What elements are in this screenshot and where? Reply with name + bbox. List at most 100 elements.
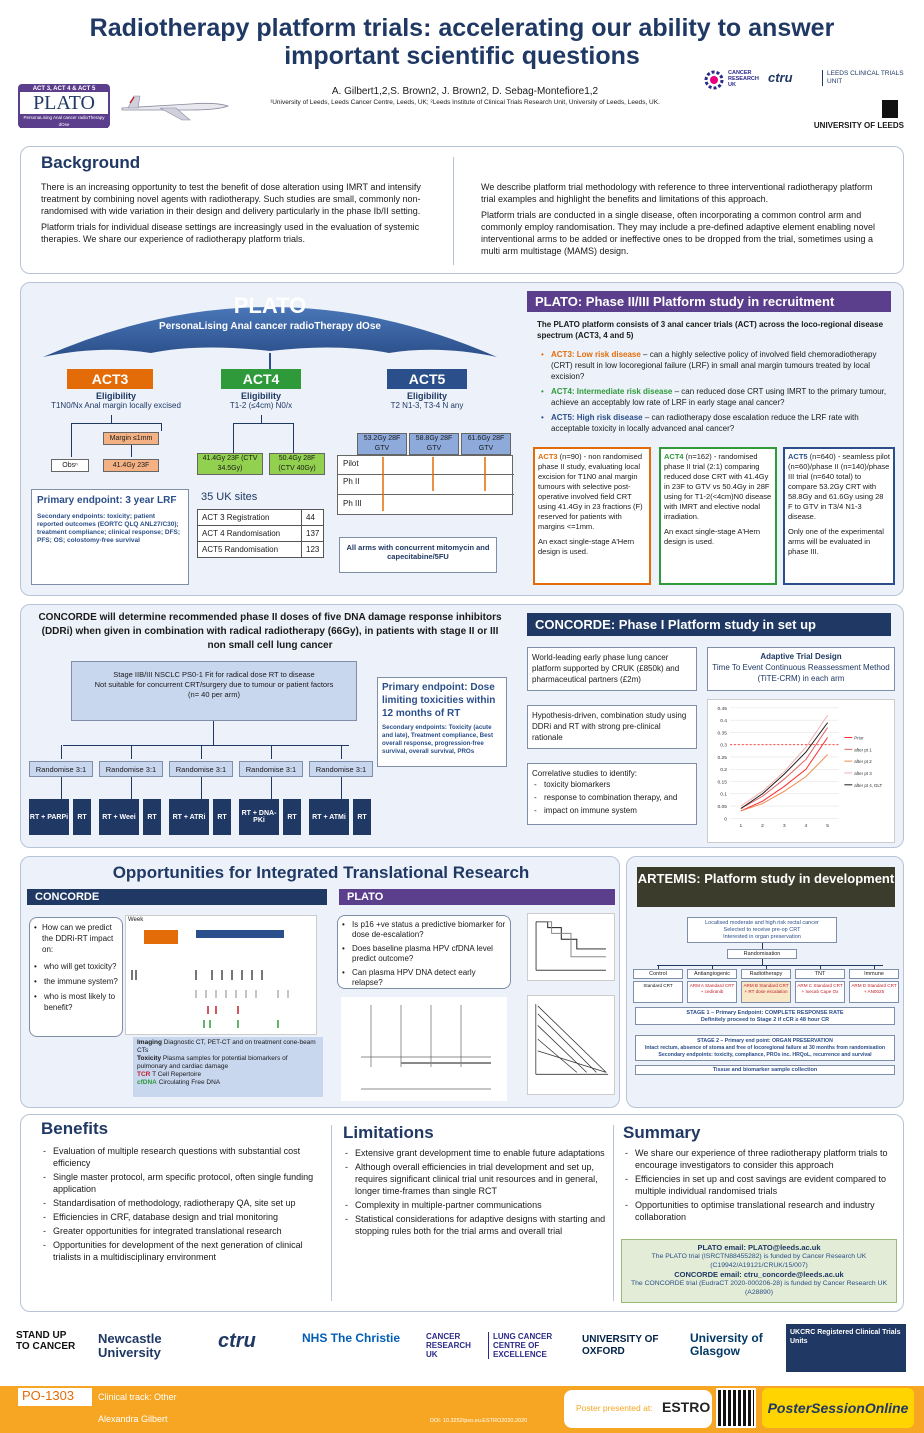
act3-tree-bar (71, 423, 161, 424)
chart-y-tick: 0 (724, 816, 727, 822)
legend-cfdna: cfDNA Circulating Free DNA (137, 1079, 221, 1086)
footer-doi: DOI: 10.3252/pso.eu.ESTRO2020.2020 (430, 1418, 528, 1424)
artemis-arm-stem (820, 965, 821, 969)
conclusions-divider1 (331, 1125, 332, 1301)
artemis-stage1: STAGE 1 – Primary Endpoint: COMPLETE RES… (635, 1007, 895, 1025)
logo-cruk-footer: CANCER RESEARCH UK (426, 1332, 471, 1359)
uol-crest-icon (882, 100, 898, 118)
concorde-ctrl-arm: RT (213, 799, 231, 835)
concorde-arm-stem2 (131, 777, 132, 799)
act3-tree-left (71, 423, 72, 457)
concorde-arm-stem (341, 745, 342, 759)
chart-y-tick: 0.1 (720, 792, 727, 798)
chart-y-tick: 0.2 (720, 767, 727, 773)
footer-presented-box: Poster presented at: ESTRO (564, 1390, 712, 1428)
plato-tab: PLATO (339, 889, 615, 905)
chart-legend-label: Prior (854, 735, 864, 740)
act5-dose-c: 61.6Gy 28F GTV (461, 433, 511, 455)
translational-heading: Opportunities for Integrated Translation… (112, 863, 530, 882)
act4-tree-left (233, 423, 234, 453)
concorde-bar: CONCORDE: Phase I Platform study in set … (527, 613, 891, 636)
concorde-exp-arm: RT + Weei (99, 799, 139, 835)
artemis-arm-detail: ARM D Standard CRT + AN0025 (849, 981, 899, 1003)
limitations-list: Extensive grant development time to enab… (343, 1147, 609, 1239)
timeline-legend: Imaging Diagnostic CT, PET-CT and on tre… (133, 1037, 323, 1097)
concorde-exp-arm: RT + ATRi (169, 799, 209, 835)
logo-oxford: UNIVERSITY OF OXFORD (582, 1334, 659, 1357)
concorde-arm-stem2 (341, 777, 342, 799)
artemis-arm-detail: ARM B Standard CRT + RT dose escalation (741, 981, 791, 1003)
footer-pso-logo: PosterSessionOnline (762, 1388, 914, 1428)
plato-intro: The PLATO platform consists of 3 anal ca… (537, 320, 884, 340)
act5-arrows-icon (382, 457, 486, 511)
timeline-diagram: Week (125, 915, 317, 1035)
act4-eligibility: Eligibility T1-2 (≤4cm) N0/x (229, 391, 293, 410)
act3-tree-stem (111, 415, 112, 423)
concorde-panel: CONCORDE will determine recommended phas… (20, 604, 904, 848)
concorde-ctrl-arm: RT (143, 799, 161, 835)
act4-tree-bar (233, 423, 293, 424)
act5-phase-box (337, 455, 514, 515)
act4-label: ACT4 (221, 369, 301, 389)
mitomycin-box: All arms with concurrent mitomycin and c… (339, 537, 497, 573)
randomise-box: Randomise 3:1 (169, 761, 233, 777)
cruk-logo: CANCER RESEARCH UK (702, 68, 762, 94)
plato-questions-box: Is p16 +ve status a predictive biomarker… (337, 915, 511, 989)
act4-detail-box: ACT4 (n=162) - randomised phase II trial… (659, 447, 777, 585)
ph2-label: Ph II (343, 477, 360, 486)
act5-dose-b: 58.8Gy 28F GTV (409, 433, 459, 455)
concorde-arm-stem2 (201, 777, 202, 799)
plato-bullets: •ACT3: Low risk disease – can a highly s… (541, 349, 889, 434)
logo-su2c: STAND UP TO CANCER (16, 1330, 76, 1352)
act4-dose-a: 41.4Gy 23F (CTV 34.5Gy) (197, 453, 263, 475)
concorde-tree-stem (213, 721, 214, 745)
summary-list: We share our experience of three radioth… (623, 1147, 897, 1225)
plato-bullet-act3: •ACT3: Low risk disease – can a highly s… (541, 350, 877, 381)
act5-label: ACT5 (387, 369, 467, 389)
concorde-questions-box: •How can we predict the DDRi-RT impact o… (29, 917, 123, 1037)
chart-series-line (740, 754, 828, 812)
act5-eligibility: Eligibility T2 N1-3, T3-4 N any (390, 391, 464, 410)
concorde-arm-stem (271, 745, 272, 759)
randomise-box: Randomise 3:1 (29, 761, 93, 777)
concorde-arm-stem (61, 745, 62, 759)
chart-series-line (740, 727, 829, 809)
act3-label: ACT3 (67, 369, 153, 389)
concorde-ctrl-arm: RT (283, 799, 301, 835)
artemis-arm-stem (658, 965, 659, 969)
timeline-arrows-icon (131, 970, 289, 1028)
legend-imaging: Imaging Diagnostic CT, PET-CT and on tre… (137, 1039, 316, 1054)
chart-y-tick: 0.15 (717, 779, 727, 785)
logo-newcastle: Newcastle University (98, 1331, 162, 1360)
chart-legend-label: after pt 1 (854, 747, 872, 752)
artemis-arm-header: TNT (795, 969, 845, 979)
concorde-box1: World-leading early phase lung cancer pl… (527, 647, 697, 691)
artemis-stem1 (762, 943, 763, 949)
legend-toxicity: Toxicity Plasma samples for potential bi… (137, 1055, 288, 1070)
concorde-exp-arm: RT + DNA-PKi (239, 799, 279, 835)
concorde-box2: Hypothesis-driven, combination study usi… (527, 705, 697, 749)
poster-title: Radiotherapy platform trials: accelerati… (89, 14, 835, 70)
concorde-endpoint-box: Primary endpoint: Dose limiting toxiciti… (377, 677, 507, 767)
benefits-heading: Benefits (41, 1119, 109, 1138)
chart-y-tick: 0.25 (717, 755, 727, 761)
chart-x-tick: 1 (739, 823, 742, 829)
concorde-exp-arm: RT + ATMi (309, 799, 349, 835)
artemis-stage2: STAGE 2 – Primary end point: ORGAN PRESE… (635, 1035, 895, 1061)
plato-panel: PLATO PersonaLising Anal cancer radioThe… (20, 282, 904, 596)
chart-x-tick: 4 (805, 823, 808, 829)
concorde-title: CONCORDE will determine recommended phas… (38, 612, 502, 651)
benefits-list: Evaluation of multiple research question… (41, 1145, 319, 1265)
act4-tree-stem (261, 415, 262, 423)
artemis-tree-bar (657, 965, 883, 966)
plato-endpoints-box: Primary endpoint: 3 year LRF Secondary e… (31, 489, 189, 585)
act5-dose-a: 53.2Gy 28F GTV (357, 433, 407, 455)
logo-glasgow: University of Glasgow (690, 1331, 763, 1358)
plato-sampling-diagram (341, 997, 507, 1101)
chart-y-tick: 0.35 (717, 730, 727, 736)
uol-logo: UNIVERSITY OF LEEDS (813, 121, 904, 130)
chart-y-tick: 0.3 (720, 743, 727, 749)
km-plot-top (527, 913, 615, 981)
artemis-arm-header: Antiangiogenic (687, 969, 737, 979)
